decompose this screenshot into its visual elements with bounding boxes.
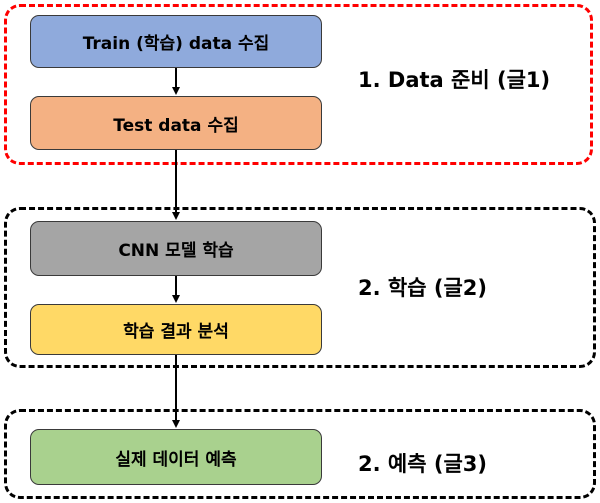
- group-prediction: [4, 409, 596, 499]
- step-real-data-prediction: 실제 데이터 예측: [30, 429, 322, 485]
- step-test-data-collection: Test data 수집: [30, 96, 322, 150]
- group-label-training: 2. 학습 (글2): [358, 276, 487, 300]
- step-cnn-model-training: CNN 모델 학습: [30, 221, 322, 276]
- step-train-data-collection: Train (학습) data 수집: [30, 15, 322, 68]
- step-training-result-analysis: 학습 결과 분석: [30, 304, 322, 355]
- group-data-prep: [4, 4, 593, 165]
- group-label-data-prep: 1. Data 준비 (글1): [358, 68, 551, 92]
- group-label-prediction: 2. 예측 (글3): [358, 452, 487, 476]
- group-training: [4, 207, 596, 368]
